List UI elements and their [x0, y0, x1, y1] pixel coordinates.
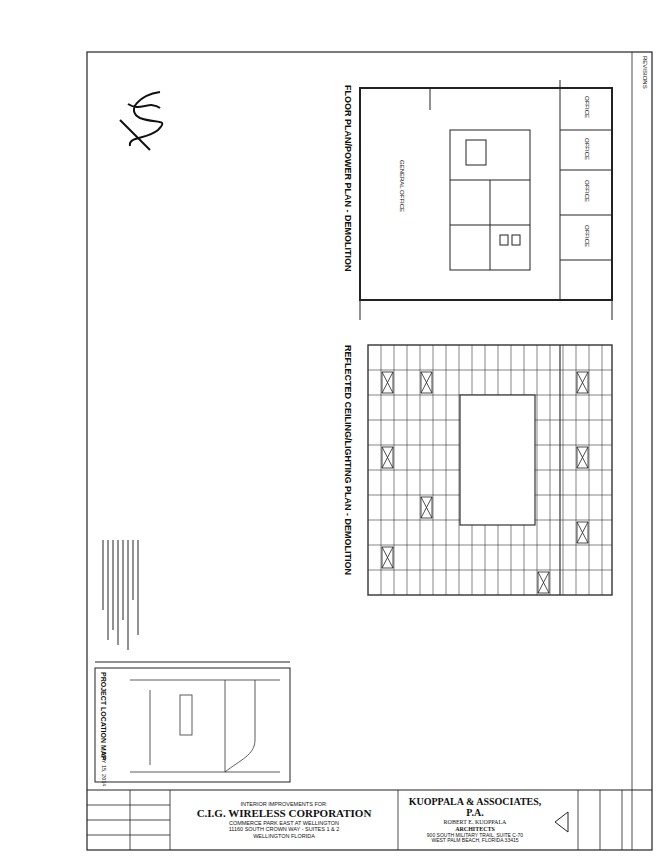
- address-line: COMMERCE PARK EAST AT WELLINGTON: [229, 820, 339, 826]
- sheet-border: [87, 52, 652, 850]
- room-label: OFFICE: [583, 180, 590, 202]
- revisions-label: REVISIONS: [641, 56, 648, 89]
- rule: [95, 662, 290, 663]
- location-map: [130, 680, 280, 772]
- date: MAY 15, 2014: [101, 752, 107, 786]
- title-cells: [87, 52, 632, 850]
- signature: [120, 92, 162, 150]
- floor-plan: [360, 80, 612, 320]
- architect-block: KUOPPALA & ASSOCIATES, P.A.ROBERT E. KUO…: [400, 792, 550, 848]
- logo: [555, 812, 568, 832]
- notes-text: [103, 540, 138, 650]
- plan-title: FLOOR PLAN/POWER PLAN - DEMOLITION: [342, 85, 352, 272]
- architect-name: ROBERT E. KUOPPALA: [444, 819, 507, 826]
- plan-title: REFLECTED CEILING/LIGHTING PLAN - DEMOLI…: [342, 345, 352, 575]
- map-title: PROJECT LOCATION MAP: [99, 672, 107, 761]
- address-line: WELLINGTON FLORIDA: [253, 833, 315, 839]
- room-label: OFFICE: [583, 225, 590, 247]
- light-fixtures: [382, 372, 588, 593]
- address-line: WEST PALM BEACH, FLORIDA 33415: [431, 838, 518, 844]
- map-frame: [95, 668, 290, 782]
- client-name: C.I.G. WIRELESS CORPORATION: [197, 807, 372, 820]
- project-block: INTERIOR IMPROVEMENTS FOR:C.I.G. WIRELES…: [172, 792, 396, 848]
- profession: ARCHITECTS: [455, 826, 495, 833]
- room-label: OFFICE: [583, 138, 590, 160]
- subtitle: INTERIOR IMPROVEMENTS FOR:: [240, 801, 327, 807]
- ceiling-plan: [368, 345, 612, 595]
- title-strip: [87, 789, 652, 790]
- room-label: OFFICE: [583, 96, 590, 118]
- firm-name: KUOPPALA & ASSOCIATES, P.A.: [400, 796, 550, 819]
- room-label: GENERAL OFFICE: [398, 160, 405, 212]
- address-line: 11160 SOUTH CROWN WAY - SUITES 1 & 2: [229, 826, 340, 832]
